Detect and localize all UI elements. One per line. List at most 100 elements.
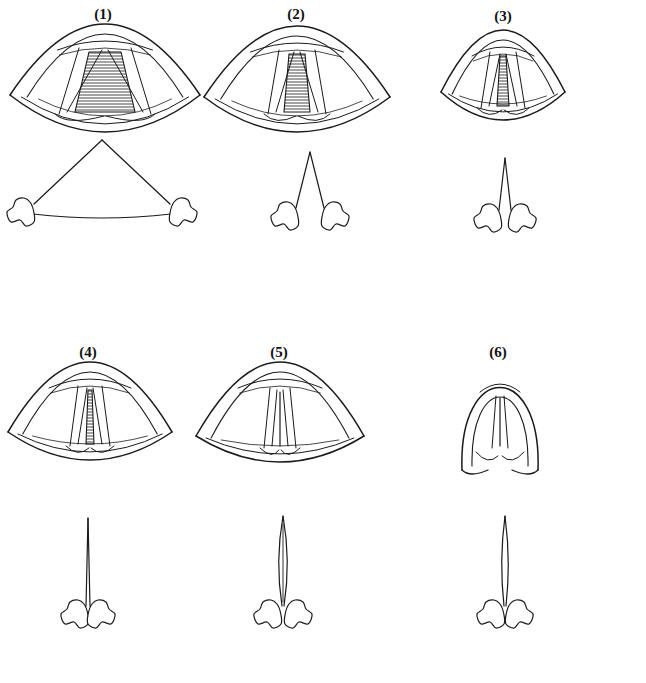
outline-stroke bbox=[102, 386, 110, 446]
outline-stroke bbox=[272, 390, 277, 446]
outline-stroke bbox=[251, 43, 344, 52]
larynx-view bbox=[441, 30, 565, 120]
figure-number: (2) bbox=[285, 6, 307, 23]
outline-stroke bbox=[93, 388, 102, 444]
outline-stroke bbox=[516, 52, 525, 108]
outline-stroke bbox=[264, 388, 270, 448]
larynx-view bbox=[10, 24, 200, 132]
outline-stroke bbox=[8, 432, 172, 460]
outline-stroke bbox=[260, 448, 279, 455]
glottis-hatch bbox=[497, 57, 509, 105]
arytenoid-cartilage bbox=[254, 600, 282, 628]
outline-stroke bbox=[21, 97, 188, 124]
outline-stroke bbox=[472, 397, 528, 466]
arytenoid-cartilage bbox=[477, 600, 505, 628]
arytenoid-cartilage bbox=[505, 600, 533, 628]
outline-stroke bbox=[296, 152, 310, 208]
outline-stroke bbox=[476, 452, 498, 460]
arytenoid-cartilage bbox=[7, 198, 35, 226]
outline-stroke bbox=[34, 140, 102, 204]
outline-stroke bbox=[91, 446, 114, 453]
outline-stroke bbox=[283, 516, 287, 606]
outline-stroke bbox=[504, 396, 508, 448]
outline-stroke bbox=[33, 214, 171, 218]
arytenoid-cartilage bbox=[508, 204, 536, 232]
glottis-schematic bbox=[61, 518, 115, 628]
outline-stroke bbox=[473, 54, 533, 61]
outline-stroke bbox=[492, 396, 496, 448]
outline-stroke bbox=[58, 41, 153, 50]
outline-stroke bbox=[283, 524, 284, 602]
glottis-schematic bbox=[254, 516, 312, 628]
outline-stroke bbox=[279, 392, 280, 446]
larynx-view bbox=[8, 362, 172, 460]
outline-stroke bbox=[23, 372, 157, 434]
outline-stroke bbox=[502, 452, 524, 460]
outline-stroke bbox=[504, 108, 529, 115]
outline-stroke bbox=[27, 34, 183, 97]
outline-stroke bbox=[10, 24, 200, 95]
arytenoid-cartilage bbox=[284, 600, 312, 628]
outline-stroke bbox=[232, 101, 362, 116]
outline-stroke bbox=[238, 379, 322, 388]
larynx-view bbox=[204, 26, 390, 132]
outline-stroke bbox=[10, 95, 200, 132]
figure-number: (4) bbox=[77, 344, 99, 361]
outline-stroke bbox=[460, 96, 547, 104]
larynx-view bbox=[196, 362, 364, 462]
outline-stroke bbox=[505, 158, 511, 210]
outline-stroke bbox=[290, 388, 296, 448]
outline-stroke bbox=[462, 388, 538, 471]
outline-stroke bbox=[131, 48, 151, 114]
outline-stroke bbox=[448, 94, 557, 112]
glottis-hatch bbox=[75, 53, 135, 110]
outline-stroke bbox=[441, 30, 565, 92]
figure-number: (1) bbox=[92, 6, 114, 23]
outline-stroke bbox=[268, 50, 279, 114]
outline-stroke bbox=[512, 470, 538, 474]
glottis-schematic bbox=[7, 140, 197, 226]
outline-stroke bbox=[78, 388, 87, 444]
outline-stroke bbox=[480, 384, 520, 392]
outline-stroke bbox=[499, 398, 500, 446]
arytenoid-cartilage bbox=[87, 600, 115, 628]
arytenoid-cartilage bbox=[321, 202, 349, 230]
outline-stroke bbox=[70, 386, 78, 446]
outline-stroke bbox=[66, 446, 89, 453]
outline-stroke bbox=[281, 448, 300, 455]
outline-stroke bbox=[477, 108, 502, 115]
outline-stroke bbox=[452, 40, 554, 94]
outline-stroke bbox=[106, 114, 155, 121]
outline-stroke bbox=[499, 158, 505, 210]
outline-stroke bbox=[59, 48, 79, 114]
figure-number: (6) bbox=[487, 344, 509, 361]
outline-stroke bbox=[462, 470, 488, 474]
outline-stroke bbox=[33, 436, 148, 444]
outline-stroke bbox=[505, 516, 508, 606]
outline-stroke bbox=[221, 36, 374, 99]
outline-stroke bbox=[502, 516, 505, 606]
arytenoid-cartilage bbox=[61, 600, 89, 628]
outline-stroke bbox=[39, 99, 172, 116]
outline-stroke bbox=[315, 50, 326, 114]
outline-stroke bbox=[18, 434, 162, 452]
outline-stroke bbox=[310, 152, 324, 208]
outline-stroke bbox=[264, 114, 296, 121]
glottis-schematic bbox=[477, 516, 533, 628]
outline-stroke bbox=[102, 140, 170, 204]
figure-number: (3) bbox=[492, 8, 514, 25]
outline-stroke bbox=[279, 516, 283, 606]
arytenoid-cartilage bbox=[271, 202, 299, 230]
outline-stroke bbox=[49, 379, 131, 388]
outline-stroke bbox=[283, 390, 288, 446]
outline-stroke bbox=[204, 97, 390, 132]
figure-number: (5) bbox=[268, 344, 290, 361]
outline-stroke bbox=[55, 114, 104, 121]
outline-stroke bbox=[481, 52, 490, 108]
larynx-view bbox=[462, 384, 538, 474]
arytenoid-cartilage bbox=[474, 204, 502, 232]
outline-stroke bbox=[298, 114, 330, 121]
glottis-schematic bbox=[474, 158, 536, 232]
